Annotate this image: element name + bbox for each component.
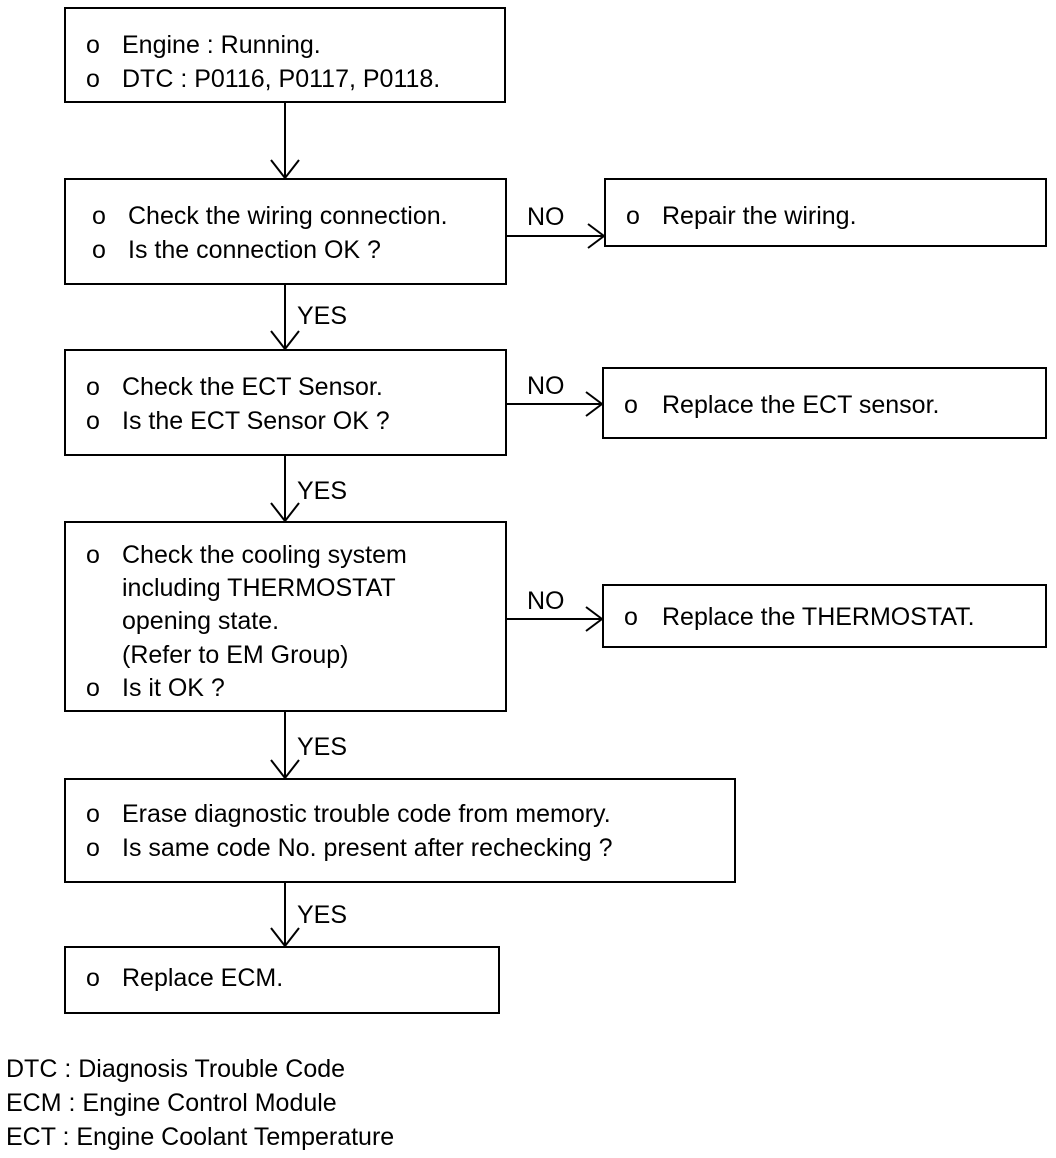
box-text: Check the cooling system — [122, 541, 407, 569]
box-text: Replace ECM. — [122, 964, 284, 992]
step-check-wiring-box: o Check the wiring connection. o Is the co… — [64, 178, 507, 285]
action-repair-wiring-box: o Repair the wiring. — [604, 178, 1047, 247]
box-text: Is same code No. present after recheckin… — [122, 834, 613, 862]
bullet-marker: o — [86, 674, 100, 702]
box-text: opening state. — [122, 607, 280, 635]
box-text: Engine : Running. — [122, 31, 321, 59]
action-replace-thermostat-box: o Replace the THERMOSTAT. — [602, 584, 1047, 648]
step-erase-dtc-box: o Erase diagnostic trouble code from memo… — [64, 778, 736, 883]
box-text: Is it OK ? — [122, 674, 225, 702]
bullet-marker: o — [86, 541, 100, 569]
edge-label-yes: YES — [297, 477, 348, 505]
step-check-ect-box: o Check the ECT Sensor. o Is the ECT Senso… — [64, 349, 507, 456]
bullet-marker: o — [86, 834, 100, 862]
edge-label-no: NO — [527, 372, 565, 400]
box-text: DTC : P0116, P0117, P0118. — [122, 65, 441, 93]
box-text: Repair the wiring. — [662, 202, 857, 230]
bullet-marker: o — [86, 964, 100, 992]
edge-label-yes: YES — [297, 733, 348, 761]
bullet-marker: o — [624, 391, 638, 419]
edge-label-yes: YES — [297, 901, 348, 929]
edge-label-yes: YES — [297, 302, 348, 330]
bullet-marker: o — [626, 202, 640, 230]
step-check-cooling-box: o Check the cooling system including THER… — [64, 521, 507, 712]
bullet-marker: o — [624, 603, 638, 631]
box-text: including THERMOSTAT — [122, 574, 396, 602]
box-text: Replace the ECT sensor. — [662, 391, 940, 419]
legend-dtc: DTC : Diagnosis Trouble Code — [6, 1055, 346, 1083]
bullet-marker: o — [86, 407, 100, 435]
legend-ect: ECT : Engine Coolant Temperature — [6, 1123, 395, 1151]
bullet-marker: o — [86, 800, 100, 828]
box-text: Replace the THERMOSTAT. — [662, 603, 975, 631]
edge-label-no: NO — [527, 203, 565, 231]
bullet-marker: o — [92, 236, 106, 264]
box-text: Check the wiring connection. — [128, 202, 448, 230]
bullet-marker: o — [86, 65, 100, 93]
bullet-marker: o — [86, 31, 100, 59]
box-text: (Refer to EM Group) — [122, 641, 349, 669]
action-replace-ect-box: o Replace the ECT sensor. — [602, 367, 1047, 439]
bullet-marker: o — [92, 202, 106, 230]
box-text: Erase diagnostic trouble code from memor… — [122, 800, 611, 828]
box-text: Is the ECT Sensor OK ? — [122, 407, 390, 435]
box-text: Is the connection OK ? — [128, 236, 381, 264]
edge-label-no: NO — [527, 587, 565, 615]
action-replace-ecm-box: o Replace ECM. — [64, 946, 500, 1014]
box-text: Check the ECT Sensor. — [122, 373, 383, 401]
legend-ecm: ECM : Engine Control Module — [6, 1089, 337, 1117]
bullet-marker: o — [86, 373, 100, 401]
